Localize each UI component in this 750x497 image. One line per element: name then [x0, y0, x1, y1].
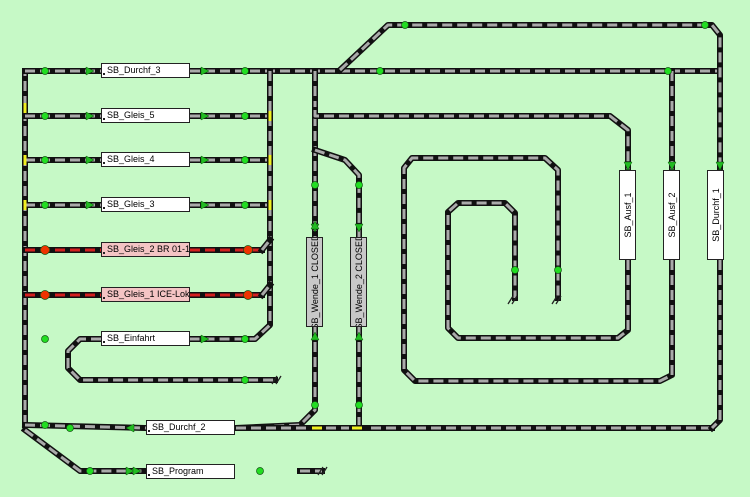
spiral-inner-track — [445, 200, 631, 341]
sensor-occupied-dot — [243, 245, 253, 255]
signal-arrow-icon[interactable] — [125, 423, 135, 433]
signal-arrow-icon[interactable] — [85, 66, 95, 76]
sensor-dot — [256, 467, 264, 475]
block-sb-durchf-2[interactable]: SB_Durchf_2 — [146, 420, 235, 435]
program-buffer-stop-icon — [317, 466, 328, 476]
durchf-1-exit-track-dash — [710, 260, 722, 430]
signal-arrow-icon[interactable] — [132, 466, 142, 476]
signal-arrow-icon[interactable] — [85, 155, 95, 165]
gleis-1-switch-dash — [260, 284, 272, 296]
block-sb-durchf-3[interactable]: SB_Durchf_3 — [101, 63, 190, 78]
durchf-1-approach-track — [335, 22, 723, 173]
sensor-occupied-dot — [243, 290, 253, 300]
sensor-occupied-dot — [40, 290, 50, 300]
block-sb-ausf-2-label: SB_Ausf_2 — [666, 192, 677, 238]
block-sb-wende-1-label: SB_Wende_1 CLOSED — [309, 237, 320, 327]
signal-arrow-icon[interactable] — [125, 466, 135, 476]
left-main-track — [22, 68, 48, 298]
block-sb-ausf-1[interactable]: SB_Ausf_1 — [619, 170, 636, 260]
wende-2-upper-track-dash — [314, 148, 361, 237]
sensor-dot — [701, 21, 709, 29]
signal-arrow-icon[interactable] — [667, 161, 677, 171]
sensor-dot — [66, 424, 74, 432]
block-sb-ausf-2[interactable]: SB_Ausf_2 — [663, 170, 680, 260]
signal-arrow-icon[interactable] — [715, 161, 725, 171]
signal-arrow-icon[interactable] — [310, 331, 320, 341]
spiral-outer-track-dash — [402, 156, 674, 383]
block-sb-durchf-1[interactable]: SB_Durchf_1 — [707, 170, 724, 260]
sensor-dot — [41, 201, 49, 209]
sensor-dot — [86, 467, 94, 475]
block-sb-durchf-1-label: SB_Durchf_1 — [710, 188, 721, 242]
block-sb-wende-2[interactable]: SB_Wende_2 CLOSED — [350, 237, 367, 327]
spiral-outer-buffer-stop-icon — [551, 295, 562, 305]
signal-arrow-icon[interactable] — [200, 155, 210, 165]
sensor-dot — [376, 67, 384, 75]
sensor-dot — [554, 266, 562, 274]
sensor-dot — [241, 335, 249, 343]
sensor-dot — [241, 112, 249, 120]
block-sb-gleis-1[interactable]: SB_Gleis_1 ICE-Lok — [101, 287, 190, 302]
einfahrt-buffer-stop-icon — [271, 375, 282, 385]
block-sb-gleis-4[interactable]: SB_Gleis_4 — [101, 152, 190, 167]
sensor-dot — [41, 156, 49, 164]
block-sb-wende-2-label: SB_Wende_2 CLOSED — [353, 237, 364, 327]
sensor-occupied-dot — [40, 245, 50, 255]
sensor-dot — [241, 201, 249, 209]
sensor-dot — [241, 67, 249, 75]
signal-arrow-icon[interactable] — [623, 161, 633, 171]
signal-arrow-icon[interactable] — [85, 111, 95, 121]
sensor-dot — [41, 335, 49, 343]
einfahrt-loop-track-dash — [66, 337, 275, 382]
block-sb-gleis-5[interactable]: SB_Gleis_5 — [101, 108, 190, 123]
sensor-dot — [41, 67, 49, 75]
right-ladder-track-dash — [190, 71, 272, 341]
block-sb-einfahrt[interactable]: SB_Einfahrt — [101, 331, 190, 346]
ausf-1-approach-track-dash — [313, 110, 630, 170]
signal-arrow-icon[interactable] — [200, 111, 210, 121]
sensor-dot — [241, 376, 249, 384]
sensor-dot — [511, 266, 519, 274]
sensor-dot — [311, 181, 319, 189]
signal-arrow-icon[interactable] — [354, 223, 364, 233]
block-sb-ausf-1-label: SB_Ausf_1 — [622, 192, 633, 238]
sensor-dot — [41, 112, 49, 120]
sensor-dot — [355, 401, 363, 409]
block-sb-gleis-2[interactable]: SB_Gleis_2 BR 01-11 — [101, 242, 190, 257]
signal-arrow-icon[interactable] — [85, 200, 95, 210]
durchf-1-approach-track-dash — [338, 23, 722, 170]
signal-arrow-icon[interactable] — [354, 331, 364, 341]
wende-2-upper-track — [311, 146, 362, 240]
signal-arrow-icon[interactable] — [310, 220, 320, 230]
block-sb-wende-1[interactable]: SB_Wende_1 CLOSED — [306, 237, 323, 327]
track-to-program — [20, 425, 149, 474]
sensor-dot — [241, 156, 249, 164]
track-to-program-dash — [24, 428, 146, 473]
sensor-dot — [664, 67, 672, 75]
gleis-2-switch-dash — [260, 239, 272, 251]
sensor-dot — [311, 401, 319, 409]
spiral-inner-track-dash — [446, 201, 630, 340]
signal-arrow-icon[interactable] — [200, 334, 210, 344]
spiral-inner-buffer-stop-icon — [507, 295, 518, 305]
sensor-dot — [401, 21, 409, 29]
sensor-dot — [355, 181, 363, 189]
block-sb-gleis-3[interactable]: SB_Gleis_3 — [101, 197, 190, 212]
sensor-dot — [41, 421, 49, 429]
block-sb-program[interactable]: SB_Program — [146, 464, 235, 479]
signal-arrow-icon[interactable] — [200, 200, 210, 210]
signal-arrow-icon[interactable] — [200, 66, 210, 76]
